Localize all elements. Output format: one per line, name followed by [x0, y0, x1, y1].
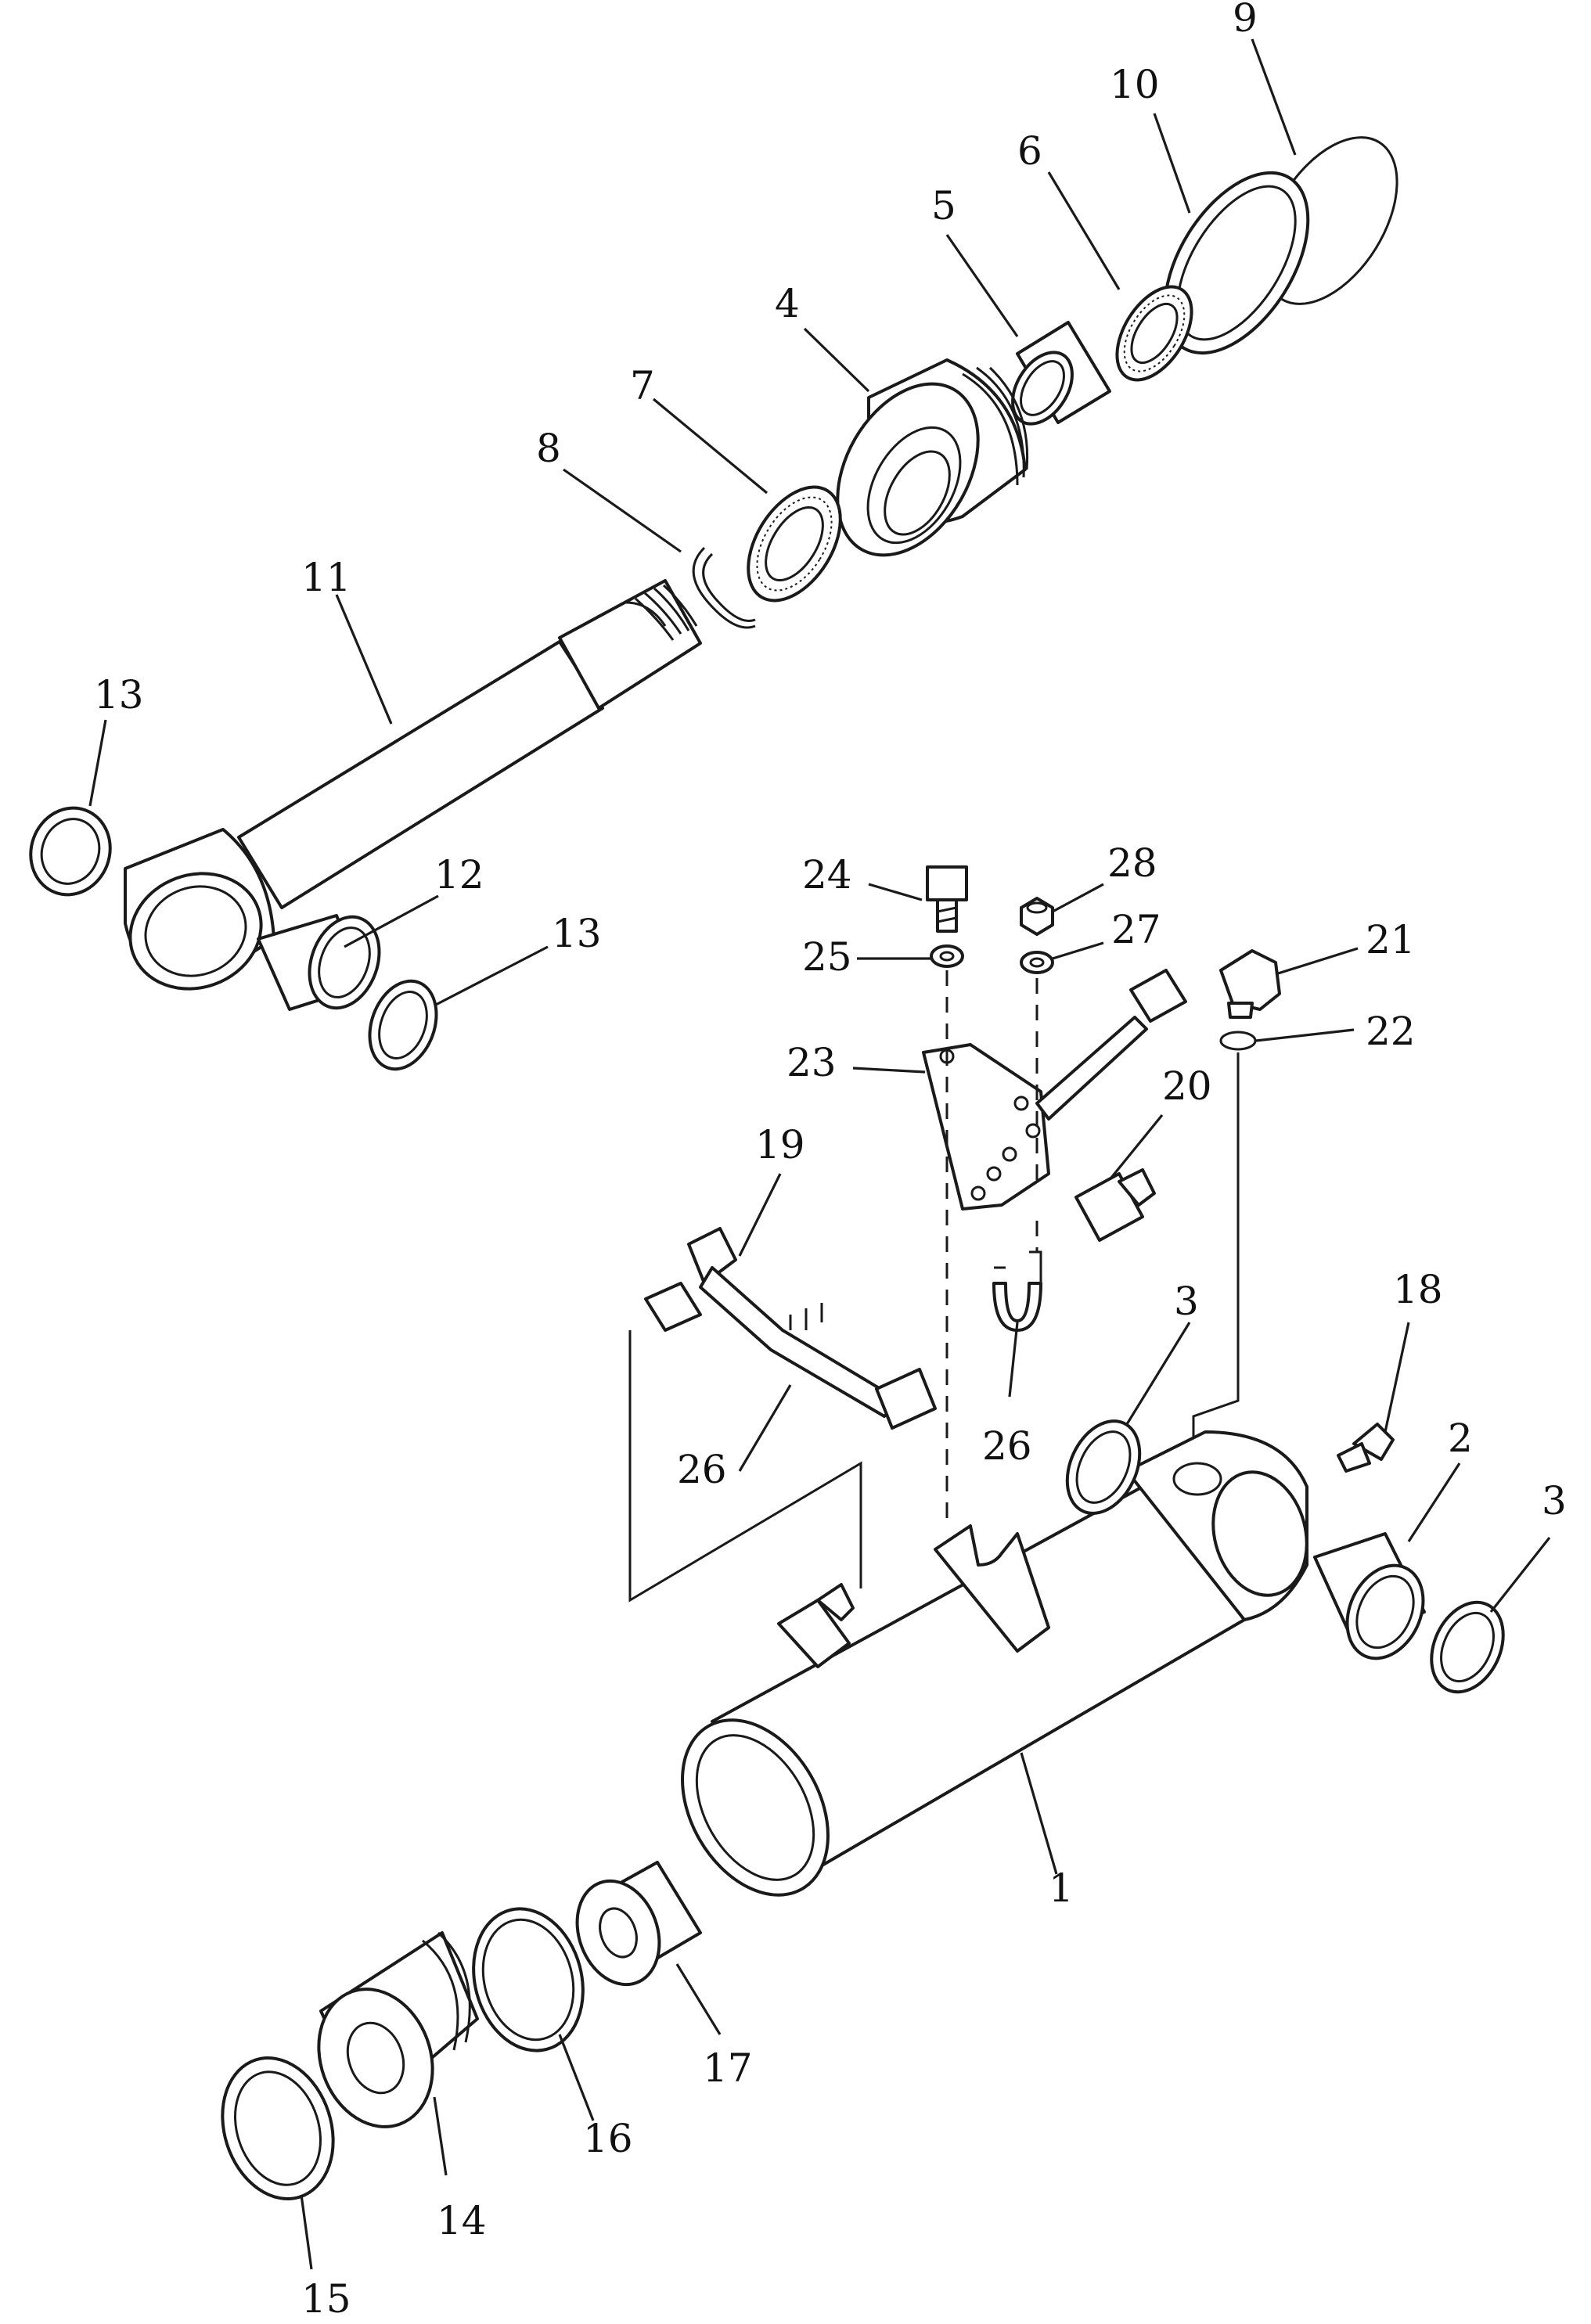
- callout-28: 28: [1107, 840, 1157, 886]
- callout-23: 23: [787, 1040, 837, 1085]
- callout-5: 5: [931, 183, 956, 228]
- piping-route-lines: [628, 970, 1240, 1603]
- part-15-piston-ring: [221, 2056, 335, 2200]
- callout-13-upper: 13: [94, 672, 144, 718]
- part-23-bracket-tube: [922, 969, 1187, 1211]
- part-6-seal: [1115, 285, 1193, 382]
- part-8-snap-ring: [692, 546, 756, 629]
- part-16-ring: [472, 1907, 585, 2052]
- callout-25: 25: [802, 934, 852, 980]
- callout-8: 8: [536, 426, 561, 471]
- callout-1: 1: [1049, 1865, 1074, 1911]
- part-3-dust-seal-middle: [1065, 1419, 1142, 1515]
- part-4-cylinder-head: [836, 358, 1029, 557]
- callout-15: 15: [301, 2276, 351, 2320]
- leader-lines: [88, 38, 1551, 2270]
- callout-24: 24: [802, 852, 852, 898]
- callout-16: 16: [583, 2116, 633, 2161]
- part-2-bushing: [1313, 1532, 1426, 1660]
- part-1-cylinder-tube: [681, 1430, 1308, 1897]
- part-13-dust-seal-lower: [368, 979, 438, 1071]
- callout-26-left: 26: [677, 1447, 727, 1492]
- part-19-tube: [644, 1227, 937, 1430]
- callout-3-right: 3: [1542, 1478, 1567, 1524]
- callout-27: 27: [1111, 907, 1161, 952]
- callout-26-right: 26: [982, 1423, 1032, 1469]
- part-5-bushing: [1011, 321, 1111, 426]
- part-28-nut: [1020, 897, 1054, 936]
- part-18-grease-fitting: [1337, 1423, 1395, 1473]
- callout-6: 6: [1017, 128, 1042, 174]
- part-3-dust-seal-right: [1430, 1600, 1505, 1694]
- callout-13-lower: 13: [552, 911, 602, 956]
- part-25-washer: [930, 944, 964, 968]
- callout-labels: 9 10 6 5 4 7 8 11 13 12 13 24 25 28 27 2…: [94, 0, 1567, 2322]
- callout-3-middle: 3: [1174, 1279, 1199, 1324]
- part-24-bolt: [926, 865, 968, 933]
- part-20-block-fitting: [1074, 1168, 1156, 1242]
- part-27-washer: [1020, 951, 1054, 974]
- callout-14: 14: [437, 2198, 487, 2243]
- callout-20: 20: [1162, 1063, 1212, 1109]
- callout-10: 10: [1110, 62, 1160, 107]
- part-13-dust-seal-upper: [29, 806, 112, 897]
- part-12-bushing: [257, 914, 381, 1011]
- callout-9: 9: [1233, 0, 1258, 41]
- callout-18: 18: [1393, 1267, 1443, 1312]
- part-10-backup-ring: [1163, 171, 1310, 355]
- part-26-clamp-upper: [992, 1250, 1042, 1332]
- part-21-elbow-fitting: [1219, 949, 1281, 1019]
- part-11-piston-rod: [124, 579, 702, 991]
- callout-19: 19: [755, 1122, 805, 1167]
- part-7-seal: [747, 485, 842, 603]
- part-17-nut: [575, 1861, 702, 1987]
- callout-11: 11: [301, 555, 351, 600]
- callout-12: 12: [434, 852, 484, 898]
- callout-22: 22: [1366, 1009, 1416, 1054]
- part-14-piston: [317, 1931, 479, 2128]
- callout-21: 21: [1366, 917, 1416, 962]
- callout-7: 7: [630, 363, 655, 408]
- part-22-o-ring: [1219, 1031, 1257, 1051]
- callout-17: 17: [703, 2045, 753, 2091]
- callout-4: 4: [775, 281, 800, 326]
- callout-2: 2: [1448, 1416, 1473, 1461]
